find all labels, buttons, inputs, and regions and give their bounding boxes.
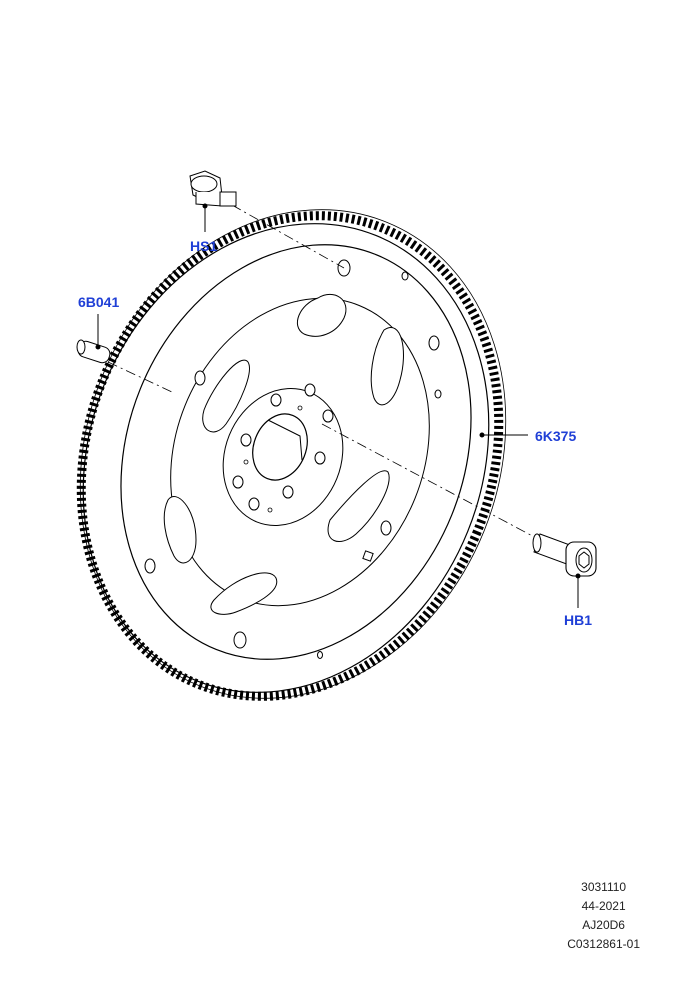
dowel-6b041[interactable]: [76, 339, 111, 364]
callout-6b041[interactable]: 6B041: [78, 294, 120, 310]
reference-line-2: 44-2021: [581, 899, 626, 913]
reference-line-3: AJ20D6: [582, 918, 625, 932]
disc-windows: [163, 293, 404, 615]
disc-bolt-holes: [144, 259, 442, 659]
reference-line-1: 3031110: [581, 880, 627, 894]
callout-6k375[interactable]: 6K375: [535, 428, 577, 444]
bolt-hb1[interactable]: [532, 533, 597, 577]
center-hub: [222, 383, 344, 526]
leader-lines: [95, 203, 581, 608]
callout-hs1[interactable]: HS1: [190, 238, 218, 254]
reference-line-4: C0312861-01: [567, 937, 640, 951]
ring-gear-teeth: [76, 209, 507, 701]
assembly-centerlines: [107, 204, 541, 541]
callout-hb1[interactable]: HB1: [564, 612, 593, 628]
alignment-mark: [362, 550, 374, 562]
bolt-hs1[interactable]: [189, 170, 237, 207]
reference-codes: 3031110 44-2021 AJ20D6 C0312861-01: [567, 878, 640, 954]
